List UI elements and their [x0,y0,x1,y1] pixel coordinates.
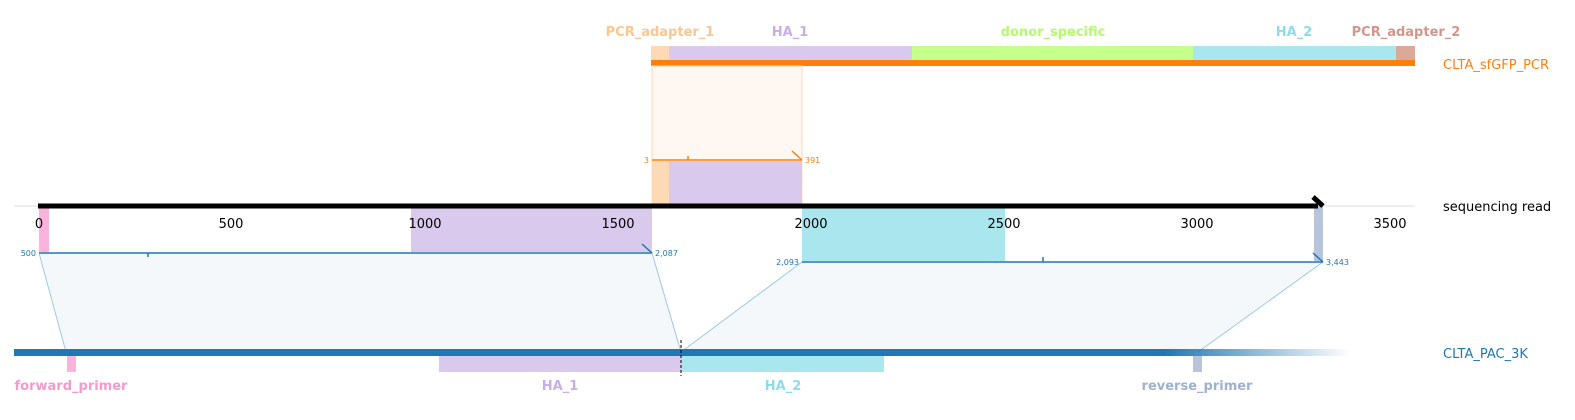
feature-box-pcr-adapter-1 [651,46,669,62]
read-feature-pcr-adapter-1 [652,161,669,206]
alignment-end-coord-1: 2,087 [655,249,678,258]
alignment-start-coord-1: 500 [21,249,36,258]
bottom-alignments: 500 2,087 2,093 3,443 [21,243,1349,353]
read-feature-ha-1-bottom [411,206,652,252]
feature-box-donor-specific [912,46,1193,62]
tick-label: 2500 [987,217,1020,232]
alignment-shading-2 [681,262,1323,352]
feature-label-pcr-adapter-1: PCR_adapter_1 [606,25,715,40]
read-arrowhead [1311,195,1325,208]
track-label-read: sequencing read [1443,200,1551,215]
bottom-track: CLTA_PAC_3K forward_primer HA_1 HA_2 rev… [14,340,1528,394]
alignment-end-coord-2: 3,443 [1326,258,1349,267]
feature-label-pcr-adapter-2: PCR_adapter_2 [1352,25,1461,40]
feature-box-ha-1 [669,46,912,62]
feature-box-reverse-primer [1193,356,1202,372]
tick-label: 1000 [408,217,441,232]
alignment-arrow-1 [641,243,653,254]
alignment-edge-1b [651,252,682,353]
alignment-edge-2b [1197,261,1324,353]
feature-label-forward-primer: forward_primer [15,379,129,394]
top-track: PCR_adapter_1 HA_1 donor_specific HA_2 P… [606,25,1549,207]
reference-bar-top [651,60,1415,66]
alignment-edge-1a [38,252,67,353]
feature-label-ha-2-bottom: HA_2 [765,379,802,394]
alignment-shading-1 [39,253,681,352]
tick-label: 1500 [601,217,634,232]
read-track: sequencing read 0 500 1000 1500 2000 250… [14,195,1551,261]
feature-label-ha-1-bottom: HA_1 [542,379,579,394]
alignment-start-coord-top: 3 [644,156,649,165]
alignment-end-coord-top: 391 [805,156,820,165]
reference-bar-bottom [14,349,1164,356]
feature-label-ha-1: HA_1 [772,25,809,40]
feature-box-forward-primer [67,356,76,372]
track-label-top: CLTA_sfGFP_PCR [1443,58,1549,73]
feature-box-ha-1-bottom [439,356,681,372]
tick-label: 3000 [1180,217,1213,232]
alignment-arrow-2 [1312,252,1324,263]
feature-box-ha-2 [1193,46,1396,62]
reference-bar-bottom-fade [1164,349,1350,356]
read-feature-ha-1-top [669,161,802,206]
read-feature-reverse-primer [1314,206,1323,261]
feature-box-ha-2-bottom [681,356,884,372]
tick-label: 3500 [1373,217,1406,232]
feature-label-reverse-primer: reverse_primer [1142,379,1254,394]
alignment-arrow-top [791,150,803,161]
read-feature-forward-primer [39,206,49,252]
alignment-edge-2a [680,261,803,353]
track-label-bottom: CLTA_PAC_3K [1443,347,1528,362]
alignment-start-coord-2: 2,093 [776,258,799,267]
read-feature-ha-2 [802,206,1005,261]
feature-label-donor-specific: donor_specific [1001,25,1106,40]
feature-label-ha-2: HA_2 [1276,25,1313,40]
tick-label: 2000 [794,217,827,232]
tick-label: 500 [219,217,244,232]
tick-label: 0 [35,217,43,232]
feature-box-pcr-adapter-2 [1396,46,1415,62]
axis-ticks: 0 500 1000 1500 2000 2500 3000 3500 [35,217,1407,232]
